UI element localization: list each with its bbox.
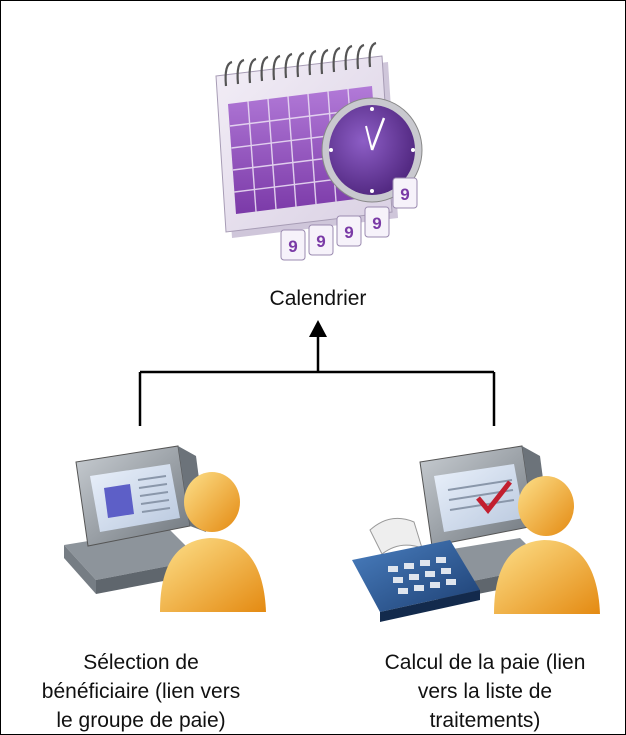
calendar-digit: 9 xyxy=(288,237,297,256)
right-node-label-line-1: Calcul de la paie (lien xyxy=(384,651,586,674)
calendar-digit: 9 xyxy=(316,232,325,251)
connector-lines xyxy=(138,336,496,426)
left-node-label: Sélection de bénéficiaire (lien vers le … xyxy=(4,648,278,735)
user-computer-icon xyxy=(64,445,266,612)
user-computer-calculator-icon xyxy=(352,445,600,622)
calendar-digit: 9 xyxy=(400,185,409,204)
left-node-label-line-1: Sélection de xyxy=(83,651,199,674)
calendar-digit: 9 xyxy=(344,223,353,242)
left-node-label-line-3: le groupe de paie) xyxy=(56,709,226,732)
left-node-label-line-2: bénéficiaire (lien vers xyxy=(41,680,241,703)
arrow-head xyxy=(309,320,327,337)
calendar-label: Calendrier xyxy=(218,284,418,313)
right-node-label-line-3: traitements) xyxy=(429,709,541,732)
calendar-label-text: Calendrier xyxy=(269,287,367,310)
calendar-digit: 9 xyxy=(372,214,381,233)
right-node-label: Calcul de la paie (lien vers la liste de… xyxy=(352,648,618,735)
right-node-label-line-2: vers la liste de xyxy=(417,680,553,703)
calendar-clock-icon: 9 9 9 9 9 xyxy=(215,41,423,261)
calendar-digit-tiles: 9 9 9 9 9 xyxy=(280,177,418,261)
